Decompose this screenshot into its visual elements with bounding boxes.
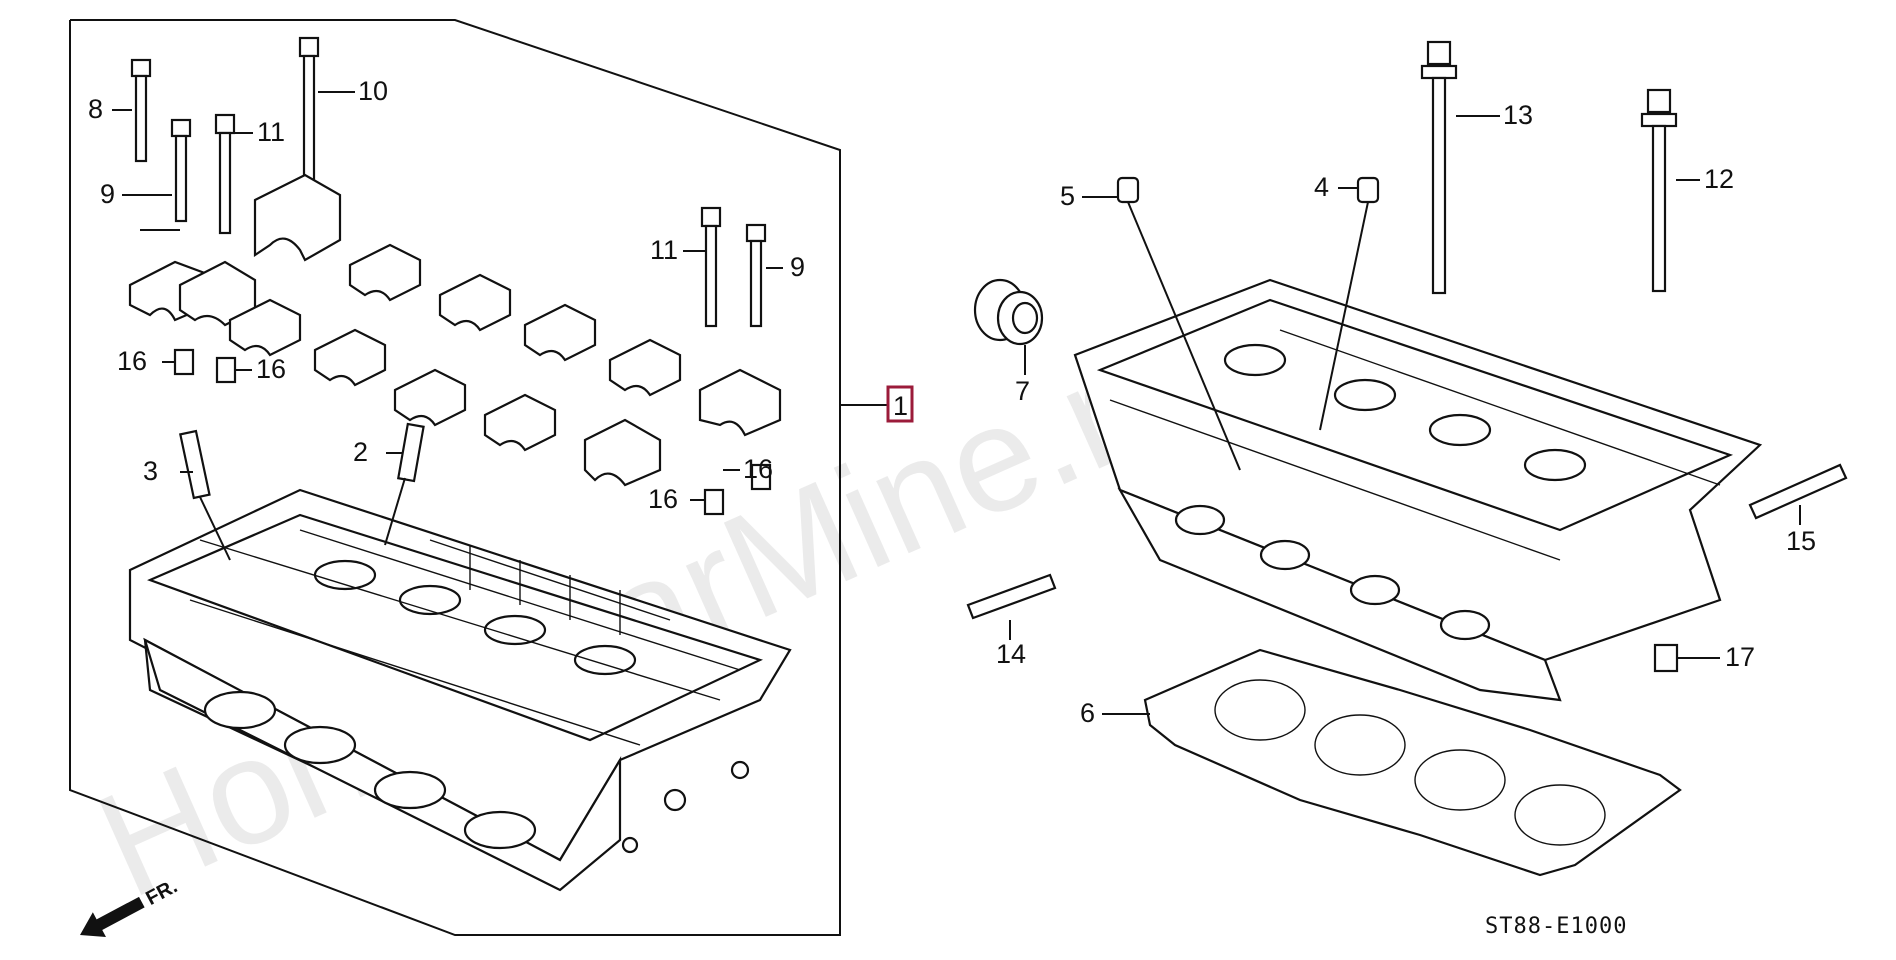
dowel-pin-16d <box>703 488 725 516</box>
head-bolt-12 <box>1640 88 1678 293</box>
callout-16b: 16 <box>256 354 286 384</box>
callout-16c: 16 <box>743 454 773 484</box>
callout-17: 17 <box>1725 642 1755 672</box>
camshaft-caps <box>128 173 782 487</box>
diagram-code: ST88-E1000 <box>1485 914 1627 939</box>
plug-7 <box>973 278 1044 346</box>
callout-9-right: 9 <box>790 252 805 282</box>
leader-lines <box>112 91 1801 715</box>
dowel-pin-16c <box>750 463 772 491</box>
stud-15 <box>1748 463 1848 520</box>
cylinder-head-right <box>1073 278 1763 702</box>
callout-5: 5 <box>1060 181 1075 211</box>
callout-4: 4 <box>1314 172 1329 202</box>
head-gasket-6 <box>1143 648 1682 877</box>
bolt-11-left <box>214 113 236 235</box>
bolt-8 <box>130 58 152 163</box>
callout-7: 7 <box>1015 376 1030 406</box>
bolt-9-left <box>170 118 192 223</box>
callout-8: 8 <box>88 94 103 124</box>
plug-4 <box>1356 176 1380 204</box>
dowel-pin-16a <box>173 348 195 376</box>
callout-13: 13 <box>1503 100 1533 130</box>
callout-2: 2 <box>353 437 368 467</box>
callout-1: 1 <box>893 391 908 421</box>
callout-11-left: 11 <box>257 117 285 147</box>
callout-14: 14 <box>996 639 1026 669</box>
stud-14 <box>966 573 1057 620</box>
callout-16a: 16 <box>117 346 147 376</box>
cylinder-head-left <box>128 488 792 892</box>
dowel-pin-17 <box>1653 643 1679 673</box>
plug-tube-3 <box>179 429 231 561</box>
callout-6: 6 <box>1080 698 1095 728</box>
plug-5 <box>1116 176 1140 204</box>
callout-12: 12 <box>1704 164 1734 194</box>
callout-3: 3 <box>143 456 158 486</box>
callout-11-right: 11 <box>650 235 678 265</box>
head-bolt-13 <box>1420 40 1458 295</box>
bolt-11-right <box>700 206 722 328</box>
bolt-10 <box>298 36 320 188</box>
callout-16d: 16 <box>648 484 678 514</box>
plug-tube-2 <box>384 422 425 546</box>
dowel-pin-16b <box>215 356 237 384</box>
assembly-outline <box>69 19 841 936</box>
callout-10: 10 <box>358 76 388 106</box>
callout-1-box: 1 <box>886 385 914 423</box>
callout-15: 15 <box>1786 526 1816 556</box>
bolt-9-right <box>745 223 767 328</box>
callout-9-left: 9 <box>100 179 115 209</box>
